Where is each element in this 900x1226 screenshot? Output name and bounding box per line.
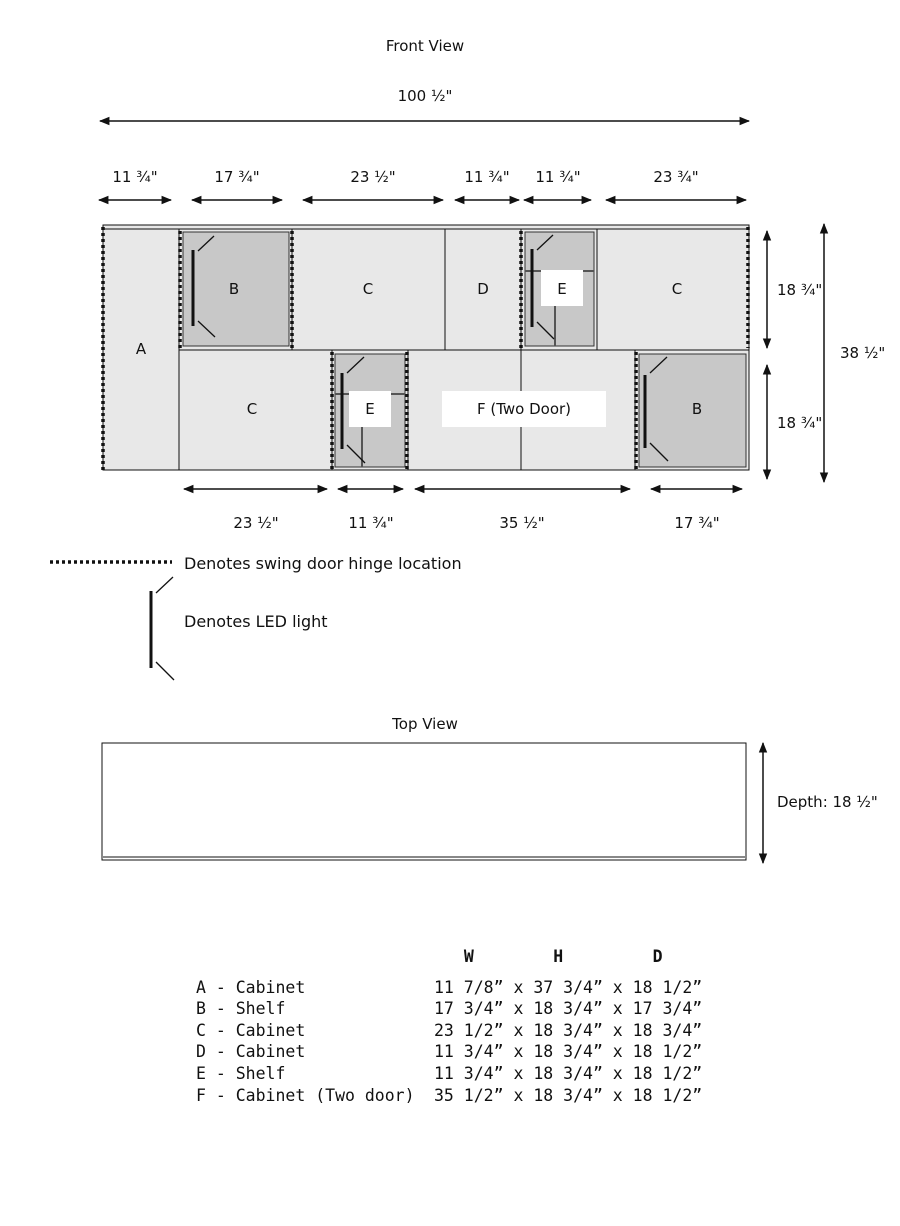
led-light-icon [191,235,216,338]
label-d: D [477,280,489,298]
table-row: C - Cabinet 23 1/2” x 18 3/4” x 18 3/4” [196,1020,702,1042]
top-dim-c: 23 ½" [350,168,395,186]
total-height-label: 38 ½" [840,344,885,362]
top-view-title: Top View [391,715,458,733]
led-light-icon [643,356,669,462]
label-a: A [136,340,147,358]
cabinet-c-top-2 [596,228,750,351]
row-name: F - Cabinet (Two door) [196,1085,415,1105]
label-e-top: E [557,280,566,298]
bottom-dim-b: 17 ¾" [674,514,719,532]
shelf-b-top [182,231,290,347]
table-row: B - Shelf 17 3/4” x 18 3/4” x 17 3/4” [196,998,702,1020]
label-c-top-1: C [363,280,373,298]
top-dim-d: 11 ¾" [464,168,509,186]
row-dims: 23 1/2” x 18 3/4” x 18 3/4” [434,1020,703,1040]
table-row: A - Cabinet 11 7/8” x 37 3/4” x 18 1/2” [196,977,702,999]
led-legend-text: Denotes LED light [184,612,328,631]
led-light-icon [340,356,366,464]
row-name: E - Shelf [196,1063,286,1083]
top-view: Top View Depth: 18 ½" [101,715,878,865]
top-dim-c2: 23 ¾" [653,168,698,186]
top-dim-a: 11 ¾" [112,168,157,186]
bottom-dimensions: 23 ½" 11 ¾" 35 ½" 17 ¾" [182,484,744,532]
bottom-dim-c: 23 ½" [233,514,278,532]
row-name: A - Cabinet [196,977,306,997]
top-view-outline [101,742,747,861]
top-dim-e: 11 ¾" [535,168,580,186]
row-name: C - Cabinet [196,1020,306,1040]
spec-table-header: W H D [196,946,702,977]
legend: Denotes swing door hinge location Denote… [50,554,462,681]
label-e-top-bg [541,270,583,306]
top-edge-strip [102,224,750,230]
shelf-b-bottom [638,353,747,468]
label-f: F (Two Door) [477,400,571,418]
label-c-bottom: C [247,400,257,418]
top-dimensions: 11 ¾" 17 ¾" 23 ½" 11 ¾" 11 ¾" 23 ¾" [97,168,748,205]
top-dim-b: 17 ¾" [214,168,259,186]
label-f-bg [442,391,606,427]
row-dims: 11 3/4” x 18 3/4” x 18 1/2” [434,1042,703,1062]
header-d: D [652,947,663,966]
cabinet-a [102,228,180,471]
upper-height-label: 18 ¾" [777,281,822,299]
hinge-legend-text: Denotes swing door hinge location [184,554,462,573]
led-light-icon [530,234,555,340]
table-row: D - Cabinet 11 3/4” x 18 3/4” x 18 1/2” [196,1041,702,1063]
depth-label: Depth: 18 ½" [777,793,878,811]
front-view-title: Front View [386,37,464,55]
led-legend-icon [149,576,175,681]
row-dims: 35 1/2” x 18 3/4” x 18 1/2” [434,1085,703,1105]
label-b-bottom: B [692,400,702,418]
hinge-lines [101,227,750,470]
right-dimensions: 18 ¾" 18 ¾" 38 ½" [762,222,885,484]
overall-width-label: 100 ½" [398,87,453,105]
shelf-e-bottom [334,353,406,468]
cabinet-c-top-1 [291,228,446,351]
bottom-dim-e: 11 ¾" [348,514,393,532]
header-w: W [463,947,474,966]
row-dims: 17 3/4” x 18 3/4” x 17 3/4” [434,999,703,1019]
lower-height-label: 18 ¾" [777,414,822,432]
cabinet-d [444,228,522,351]
cabinet-front: A B C D E C C E F (Two Door) B [101,224,750,471]
row-name: B - Shelf [196,999,286,1019]
spec-table: W H D A - Cabinet 11 7/8” x 37 3/4” x 18… [196,946,702,1106]
label-c-top-2: C [672,280,682,298]
row-dims: 11 7/8” x 37 3/4” x 18 1/2” [434,977,703,997]
label-b-top: B [229,280,239,298]
led-lights [191,234,669,464]
cabinet-c-bottom [178,349,333,471]
bottom-dim-f: 35 ½" [499,514,544,532]
table-row: F - Cabinet (Two door) 35 1/2” x 18 3/4”… [196,1085,702,1107]
table-row: E - Shelf 11 3/4” x 18 3/4” x 18 1/2” [196,1063,702,1085]
label-e-bottom-bg [349,391,391,427]
row-dims: 11 3/4” x 18 3/4” x 18 1/2” [434,1063,703,1083]
header-h: H [553,947,564,966]
row-name: D - Cabinet [196,1042,306,1062]
label-e-bottom: E [365,400,374,418]
